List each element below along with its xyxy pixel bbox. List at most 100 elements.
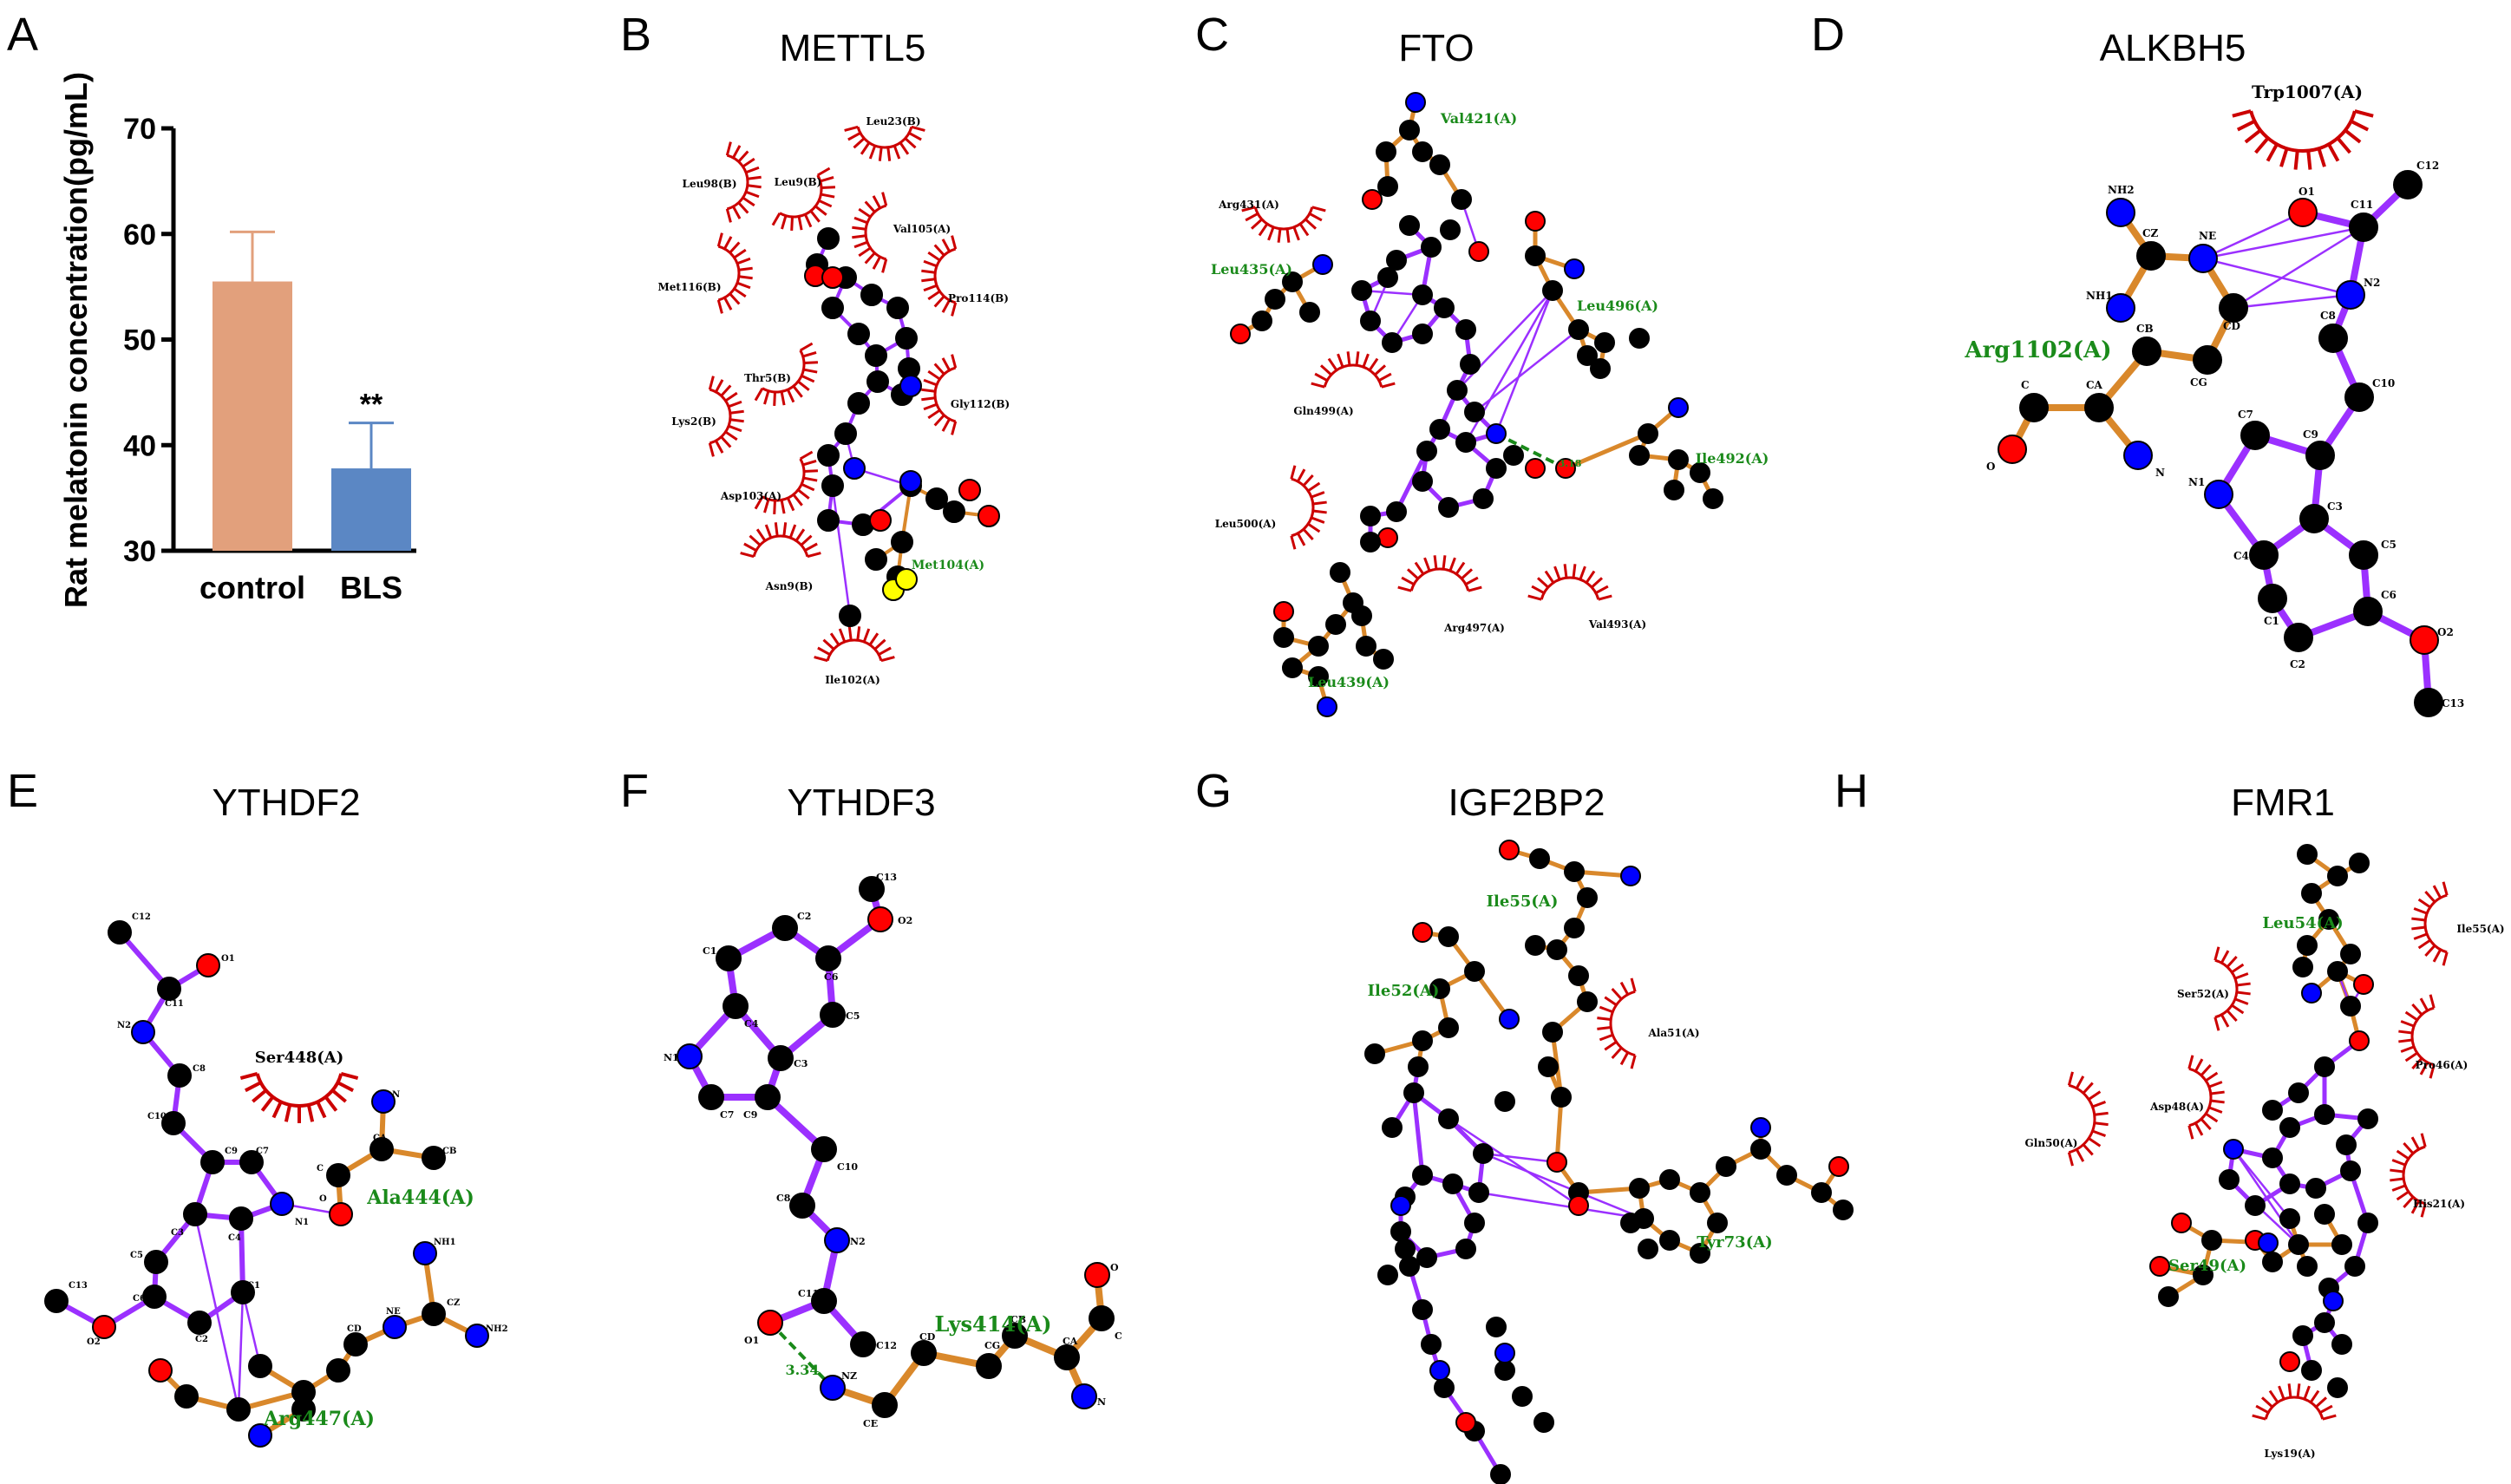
- carbon-atom: [2193, 345, 2222, 375]
- arc-spoke: [1362, 353, 1370, 368]
- arc-spoke: [2306, 150, 2312, 170]
- arc-spoke: [2390, 1177, 2404, 1182]
- carbon-atom: [2305, 1178, 2326, 1199]
- hydrophobic-contacts: [239, 1072, 359, 1123]
- carbon-atom: [2314, 1312, 2335, 1333]
- nitrogen-atom: [2123, 441, 2153, 470]
- arc-spoke: [2432, 949, 2442, 963]
- arc-spoke: [1298, 223, 1310, 237]
- y-tick-label: 70: [123, 113, 156, 146]
- arc-spoke: [821, 193, 835, 199]
- carbon-atom: [1494, 1360, 1515, 1381]
- oxygen-atom: [958, 479, 981, 501]
- hbond-residue-label: Met104(A): [912, 559, 984, 572]
- carbon-atom: [850, 1331, 876, 1357]
- atom-label: CA: [2086, 379, 2103, 391]
- atom-label: C5: [2381, 539, 2397, 551]
- atom-label: N1: [295, 1218, 309, 1227]
- carbon-atom: [1659, 1169, 1680, 1190]
- arc-spoke: [1241, 206, 1256, 212]
- carbon-atom: [239, 1150, 264, 1174]
- carbon-atom: [1299, 302, 1320, 323]
- arc-spoke: [747, 184, 762, 189]
- atom-label: C: [1115, 1330, 1122, 1342]
- panel-d-letter: D: [1811, 9, 1845, 61]
- nitrogen-atom: [1668, 397, 1689, 418]
- carbon-atom: [1703, 488, 1723, 509]
- carbon-atom: [1429, 978, 1450, 999]
- arc-spoke: [749, 534, 762, 546]
- panel-e-letter: E: [7, 765, 38, 817]
- carbon-atom: [2349, 853, 2370, 873]
- arc-spoke: [951, 421, 958, 435]
- arc-spoke: [716, 299, 723, 314]
- carbon-atom: [772, 915, 798, 941]
- carbon-atom: [1399, 120, 1420, 141]
- arc-spoke: [271, 1101, 283, 1119]
- hbond-residue-label: 3.34: [786, 1362, 820, 1378]
- hydrophobic-residue-label: Ile55(A): [2456, 923, 2504, 935]
- arc-spoke: [923, 259, 938, 268]
- carbon-atom: [229, 1206, 253, 1231]
- arc-line: [1291, 477, 1315, 538]
- atom-label: C3: [794, 1058, 808, 1069]
- arc-spoke: [2194, 1122, 2204, 1136]
- arc-spoke: [2442, 951, 2449, 966]
- carbon-atom: [1438, 1017, 1459, 1038]
- hydrophobic-arc: [2252, 1383, 2337, 1421]
- arc-spoke: [2232, 109, 2252, 118]
- oxygen-atom: [1828, 1156, 1849, 1177]
- carbon-atom: [911, 1340, 937, 1366]
- carbon-atom: [1455, 432, 1476, 453]
- arc-spoke: [1423, 557, 1431, 572]
- carbon-atom: [161, 1111, 186, 1135]
- carbon-atom: [1412, 1165, 1433, 1186]
- arc-spoke: [708, 442, 715, 457]
- arc-line: [2249, 110, 2357, 153]
- arc-spoke: [2420, 1203, 2427, 1218]
- carbon-atom: [1494, 1091, 1515, 1112]
- atom-label: CB: [1010, 1314, 1026, 1325]
- arc-spoke: [720, 435, 732, 448]
- hydrophobic-arc: [1241, 206, 1326, 243]
- carbon-atom: [174, 1384, 199, 1409]
- carbon-atom: [1360, 506, 1381, 526]
- arc-spoke: [921, 388, 936, 393]
- arc-spoke: [2254, 136, 2270, 154]
- carbon-atom: [1512, 1386, 1533, 1407]
- carbon-atom: [811, 1136, 837, 1162]
- carbon-atom: [1542, 1022, 1563, 1043]
- arc-spoke: [2082, 1143, 2094, 1156]
- panel-c-title: FTO: [1398, 27, 1474, 69]
- arc-spoke: [951, 302, 958, 317]
- hydrophobic-residue-label: Pro114(B): [948, 292, 1009, 304]
- arc-spoke: [818, 199, 833, 208]
- arc-spoke: [729, 241, 741, 254]
- atom-label: O: [1986, 461, 1995, 473]
- atom-label: C9: [2303, 428, 2318, 441]
- nitrogen-atom: [413, 1241, 437, 1265]
- carbon-atom: [2292, 1325, 2313, 1346]
- arc-spoke: [893, 145, 901, 160]
- arc-spoke: [736, 257, 751, 265]
- arc-spoke: [1292, 226, 1300, 241]
- hbond-residue-label: Arg447(A): [263, 1408, 375, 1430]
- arc-spoke: [252, 1088, 267, 1103]
- arc-spoke: [881, 258, 888, 273]
- carbon-atom: [2262, 1252, 2283, 1272]
- arc-spoke: [1250, 218, 1263, 230]
- atoms: [1364, 840, 1854, 1484]
- arc-spoke: [933, 414, 945, 427]
- arc-line: [762, 458, 806, 502]
- arc-spoke: [1536, 577, 1549, 589]
- carbon-atom: [2158, 1286, 2179, 1307]
- carbon-atom: [1377, 1265, 1398, 1285]
- arc-spoke: [742, 157, 755, 168]
- carbon-atom: [895, 327, 918, 350]
- arc-spoke: [1619, 1051, 1630, 1066]
- arc-spoke: [2303, 1385, 2311, 1400]
- carbon-atom: [2136, 241, 2166, 271]
- arc-spoke: [814, 205, 827, 216]
- contact-line: [1448, 1117, 1579, 1207]
- arc-spoke: [797, 488, 810, 500]
